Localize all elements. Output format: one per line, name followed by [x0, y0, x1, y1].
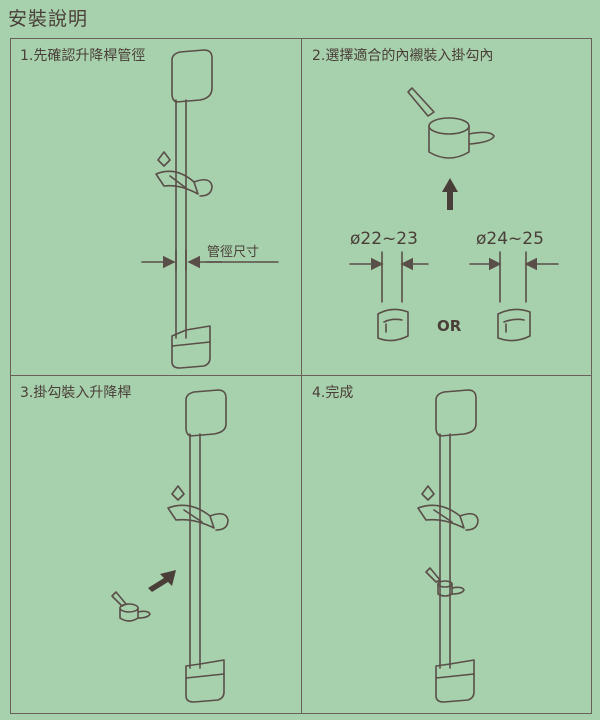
instruction-grid — [10, 38, 592, 714]
step2-or-label: OR — [437, 317, 462, 335]
step3-slide-bar — [167, 389, 229, 703]
grid-divider-vertical — [301, 39, 302, 713]
step4-title: 4.完成 — [312, 385, 354, 401]
step2-liner-small — [377, 308, 409, 342]
step4-slide-bar — [417, 389, 479, 703]
step1-dimension-label: 管徑尺寸 — [207, 245, 259, 260]
step3-title: 3.掛勾裝入升降桿 — [20, 385, 132, 401]
step1-dimension — [141, 249, 279, 271]
step2-option-a-dimension — [349, 251, 429, 303]
step2-option-b: ø24~25 — [476, 229, 544, 249]
step3-arrow — [148, 570, 176, 592]
step2-option-a: ø22~23 — [350, 229, 418, 249]
grid-divider-horizontal — [11, 375, 591, 376]
step2-hook — [407, 87, 495, 159]
step1-title: 1.先確認升降桿管徑 — [20, 48, 146, 64]
step2-liner-large — [497, 308, 531, 342]
step2-title: 2.選擇適合的內襯裝入掛勾內 — [312, 48, 494, 64]
step1-slide-bar — [155, 49, 213, 369]
page-title: 安裝說明 — [8, 8, 89, 30]
step3-hook — [111, 591, 151, 622]
step2-up-arrow — [442, 178, 458, 210]
step2-option-b-dimension — [469, 251, 559, 303]
